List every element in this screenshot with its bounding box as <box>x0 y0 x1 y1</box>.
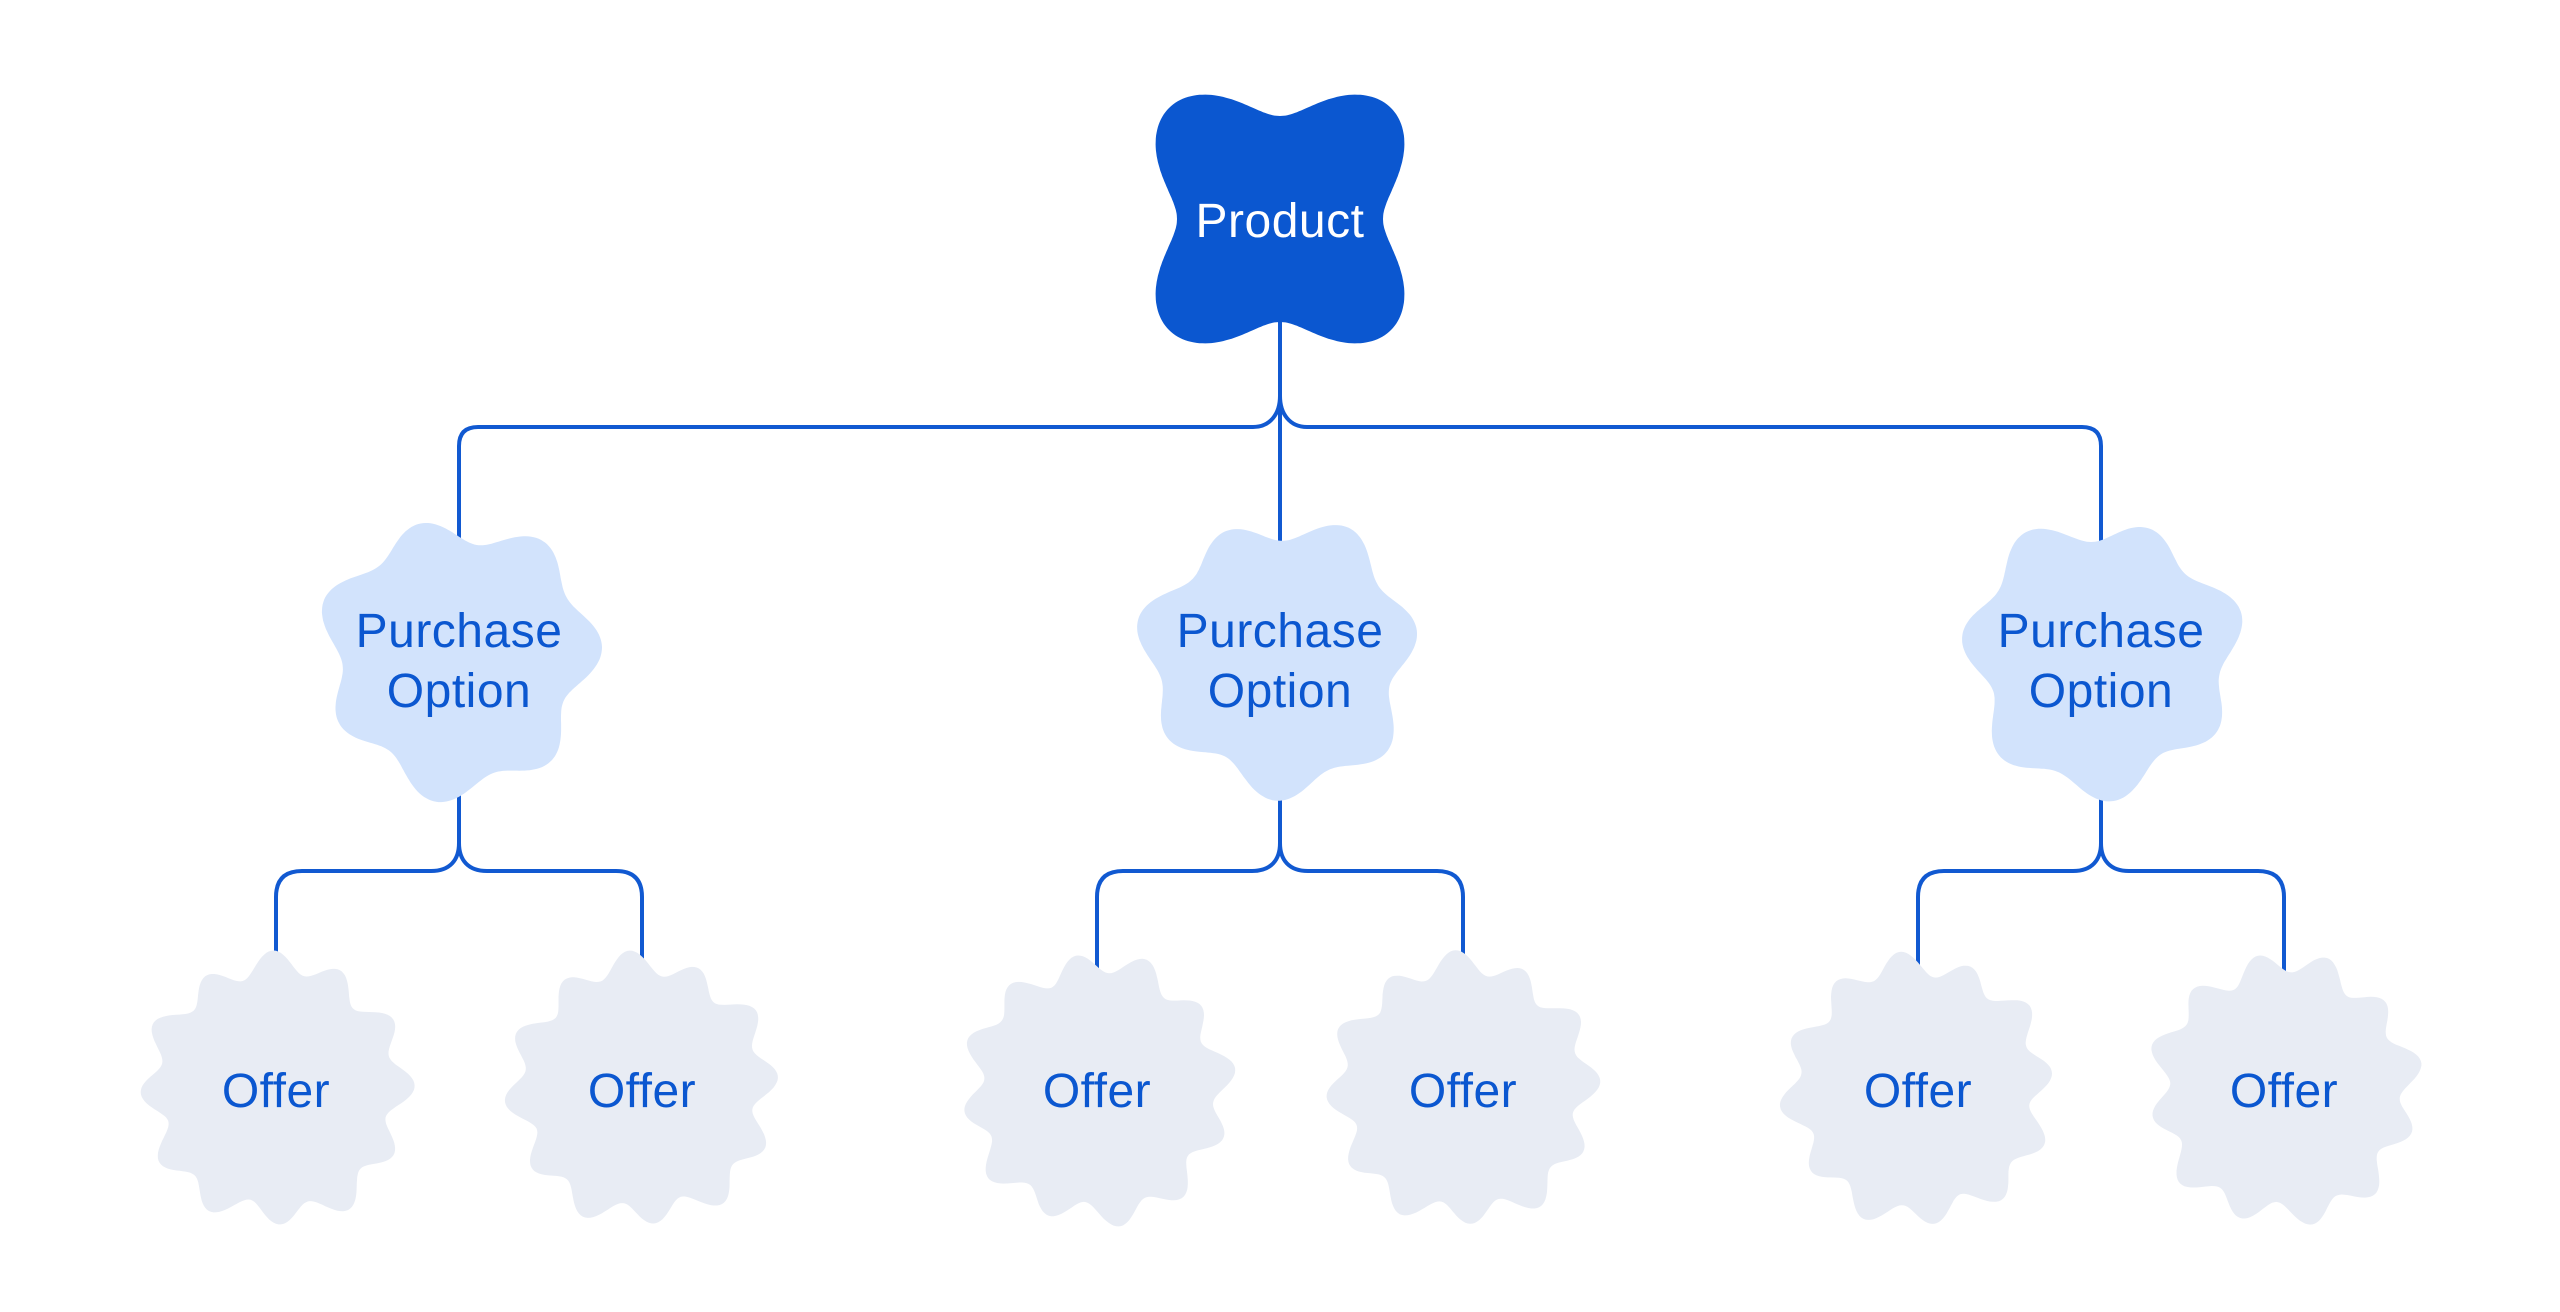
connector-po1-branch-right <box>457 842 644 985</box>
node-shapes <box>140 94 2422 1227</box>
connector-po2-branch-right <box>1278 842 1465 985</box>
connector-po2-branch-left <box>1095 842 1282 985</box>
offer-node-shape <box>504 950 778 1224</box>
offer-node-shape <box>140 950 415 1225</box>
offer-node-shape <box>2151 955 2422 1225</box>
offer-node-shape <box>1779 951 2052 1224</box>
purchase-option-node-label: Purchase Option <box>1176 605 1384 718</box>
offer-node-label: Offer <box>1863 1065 1973 1118</box>
product-node-label: Product <box>1195 195 1365 248</box>
offer-node-label: Offer <box>1408 1065 1518 1118</box>
product-node-shape <box>1155 94 1405 344</box>
offer-node-shape <box>1326 950 1601 1224</box>
offer-node-label: Offer <box>221 1065 331 1118</box>
purchase-option-node-shape <box>1137 525 1417 801</box>
offer-node-shape <box>964 955 1236 1227</box>
purchase-option-node-shape <box>321 523 602 803</box>
connector-root-branch-left <box>457 395 1282 554</box>
purchase-option-node-shape <box>1962 527 2243 802</box>
purchase-option-node-label: Purchase Option <box>1997 605 2205 718</box>
connector-lines <box>274 316 2286 985</box>
connector-po1-branch-left <box>274 842 461 985</box>
connector-po3-branch-right <box>2099 842 2286 985</box>
purchase-option-node-label: Purchase Option <box>355 605 563 718</box>
offer-node-label: Offer <box>1042 1065 1152 1118</box>
offer-node-label: Offer <box>2229 1065 2339 1118</box>
connector-root-branch-right <box>1278 395 2103 554</box>
connector-po3-branch-left <box>1916 842 2103 985</box>
offer-node-label: Offer <box>587 1065 697 1118</box>
